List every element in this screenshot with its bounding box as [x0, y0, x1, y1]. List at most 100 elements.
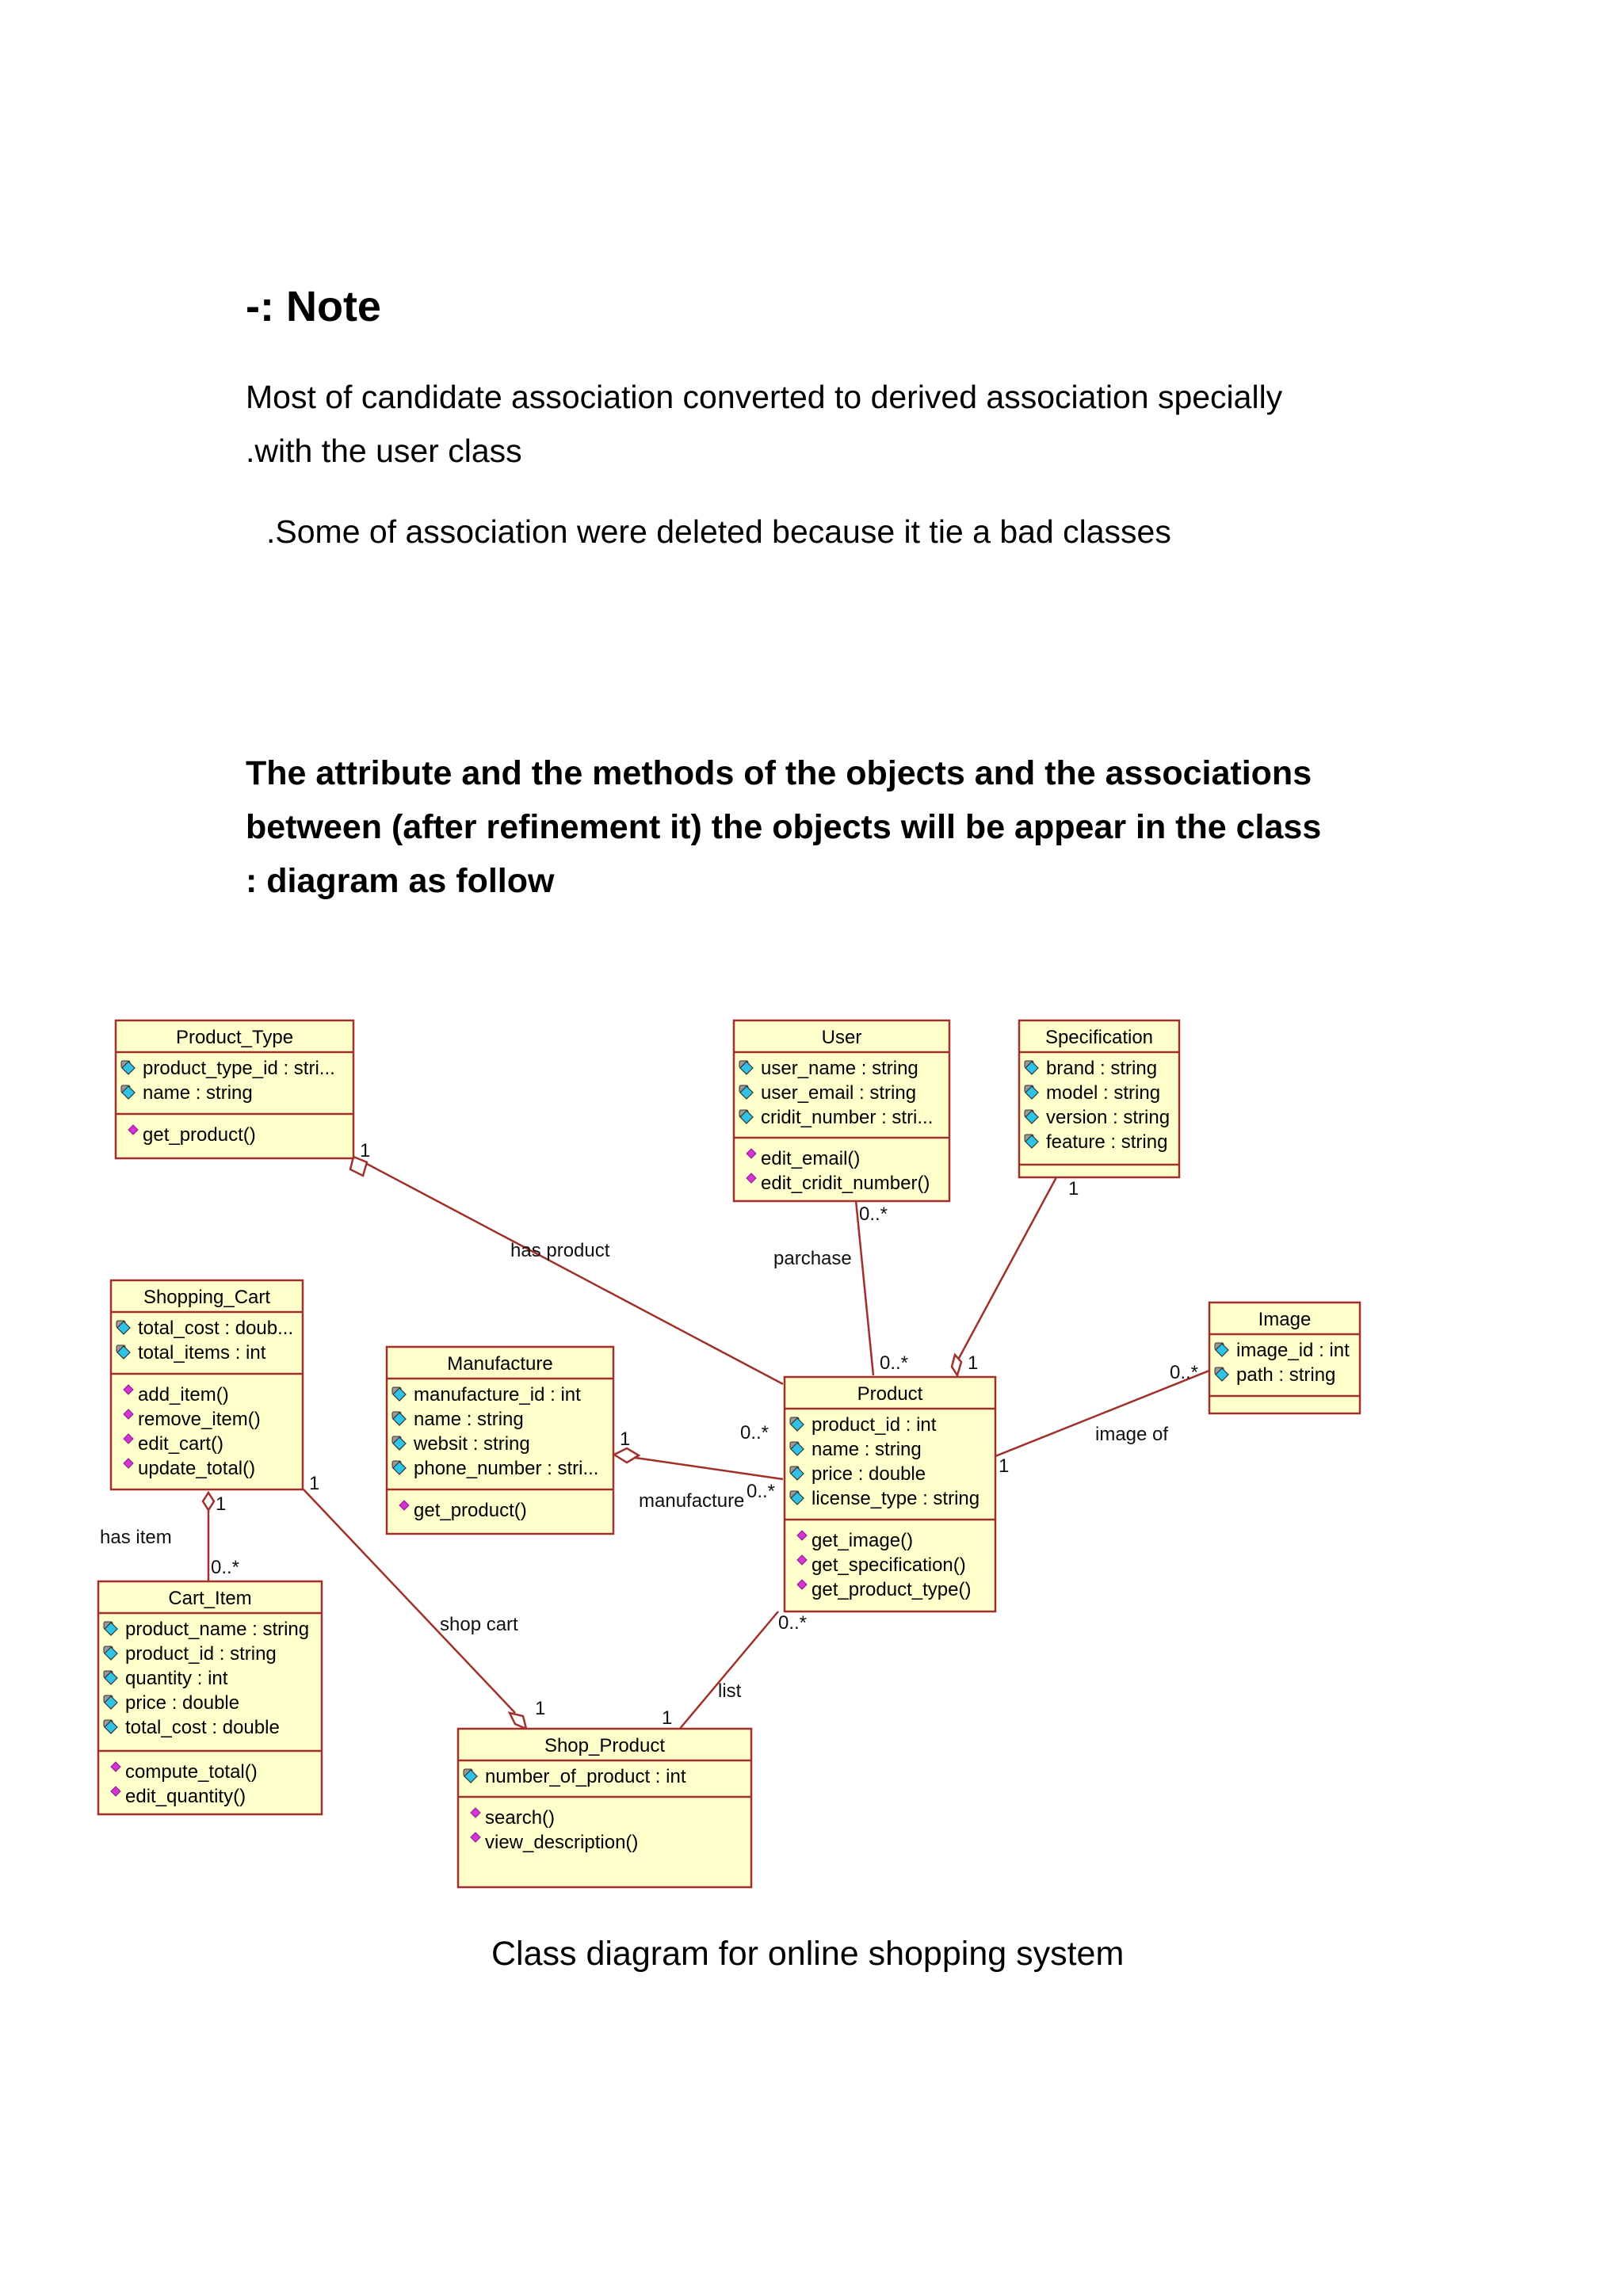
assoc-list: [678, 1611, 779, 1730]
assoc-parchase: [854, 1199, 875, 1376]
class-name: Product_Type: [176, 1027, 293, 1048]
class-box: [1208, 1301, 1361, 1415]
note-title: -: Note: [246, 283, 381, 330]
class-method: get_product(): [414, 1500, 527, 1521]
intro-line-1: The attribute and the methods of the obj…: [246, 754, 1312, 792]
mult-shop-cart-b: 1: [535, 1698, 545, 1719]
class-method: compute_total(): [125, 1761, 258, 1783]
mult-has-product-a: 1: [360, 1140, 370, 1161]
label-manufacture: manufacture: [639, 1490, 744, 1512]
class-box: [97, 1580, 323, 1816]
class-attribute: product_name : string: [125, 1619, 309, 1640]
class-method: update_total(): [138, 1458, 255, 1479]
label-has-product: has product: [510, 1240, 610, 1261]
class-method: edit_email(): [761, 1148, 860, 1169]
class-attribute: product_id : string: [125, 1643, 277, 1665]
class-name: Cart_Item: [168, 1588, 251, 1609]
class-name: Shopping_Cart: [143, 1287, 270, 1308]
label-parchase: parchase: [773, 1248, 852, 1269]
class-method: get_image(): [812, 1530, 913, 1551]
class-box: [109, 1279, 304, 1491]
class-product: Product product_id : int name : string pric…: [783, 1375, 997, 1613]
intro-line-3: : diagram as follow: [246, 862, 555, 900]
class-attribute: user_email : string: [761, 1082, 916, 1104]
assoc-manufacture: [624, 1455, 784, 1481]
class-attribute: name : string: [812, 1439, 922, 1460]
class-method: search(): [485, 1807, 555, 1829]
mult-parchase-a: 0..*: [859, 1203, 888, 1225]
class-method: edit_quantity(): [125, 1786, 246, 1807]
class-attribute: websit : string: [413, 1433, 530, 1455]
class-name: Manufacture: [447, 1353, 552, 1375]
mult-specification-b: 1: [968, 1352, 978, 1374]
class-attribute: version : string: [1046, 1107, 1170, 1128]
class-attribute: total_items : int: [138, 1342, 266, 1363]
class-name: User: [822, 1027, 862, 1048]
mult-image-of-a: 0..*: [1170, 1362, 1198, 1383]
class-attribute: phone_number : stri...: [414, 1458, 598, 1479]
class-attribute: cridit_number : stri...: [761, 1107, 933, 1128]
mult-specification-a: 1: [1068, 1178, 1079, 1199]
note-line-2: .with the user class: [246, 433, 522, 469]
note-line-1: Most of candidate association converted …: [246, 379, 1283, 415]
aggregation-diamond-shopping-cart: [201, 1490, 216, 1512]
class-name: Specification: [1045, 1027, 1153, 1048]
mult-has-item-b: 0..*: [211, 1557, 239, 1578]
aggregation-diamond-manufacture: [612, 1447, 641, 1464]
mult-has-item-a: 1: [216, 1493, 226, 1515]
assoc-image-of: [995, 1369, 1210, 1458]
label-shop-cart: shop cart: [440, 1614, 518, 1635]
class-specification: Specification brand : string model : strin…: [1018, 1019, 1181, 1179]
class-method: get_specification(): [812, 1554, 966, 1576]
mult-manufacture-b: 0..*: [747, 1481, 775, 1502]
class-attribute: model : string: [1046, 1082, 1160, 1104]
assoc-specification: [956, 1177, 1058, 1362]
class-attribute: quantity : int: [125, 1668, 228, 1689]
assoc-shop-cart: [303, 1489, 516, 1714]
class-attribute: product_type_id : stri...: [143, 1058, 335, 1079]
class-cart-item: Cart_Item product_name : string product_id…: [97, 1580, 323, 1816]
class-attribute: feature : string: [1046, 1131, 1167, 1153]
mult-parchase-b: 0..*: [880, 1352, 908, 1374]
aggregation-diamond-specification: [950, 1352, 963, 1378]
class-box: [114, 1019, 355, 1160]
class-attribute: image_id : int: [1236, 1340, 1350, 1361]
mult-has-product-b: 0..*: [740, 1422, 769, 1444]
mult-shop-cart-a: 1: [309, 1473, 319, 1494]
note-line-3: .Some of association were deleted becaus…: [266, 513, 1171, 550]
class-box: [456, 1727, 753, 1889]
class-box: [1018, 1019, 1181, 1179]
mult-list-b: 1: [662, 1707, 672, 1729]
class-attribute: product_id : int: [812, 1414, 937, 1436]
class-method: get_product(): [143, 1124, 256, 1146]
class-method: add_item(): [138, 1384, 229, 1405]
class-attribute: total_cost : double: [125, 1717, 280, 1738]
class-attribute: user_name : string: [761, 1058, 918, 1079]
class-product-type: Product_Type product_type_id : stri... nam…: [114, 1019, 355, 1160]
class-box: [732, 1019, 951, 1203]
class-method: edit_cart(): [138, 1433, 223, 1455]
aggregation-diamond-product-type: [349, 1155, 369, 1177]
uml-classes: Product_Type product_type_id : stri... nam…: [97, 1019, 1361, 1889]
class-attribute: price : double: [125, 1692, 239, 1714]
label-has-item: has item: [100, 1527, 172, 1548]
class-attribute: brand : string: [1046, 1058, 1157, 1079]
class-name: Shop_Product: [544, 1735, 665, 1756]
class-attribute: manufacture_id : int: [414, 1384, 581, 1405]
class-name: Product: [857, 1383, 923, 1405]
class-box: [783, 1375, 997, 1613]
class-attribute: price : double: [812, 1463, 926, 1485]
mult-image-of-b: 1: [999, 1455, 1009, 1477]
class-attribute: license_type : string: [812, 1488, 980, 1509]
label-list: list: [718, 1680, 742, 1702]
class-attribute: name : string: [143, 1082, 253, 1104]
class-method: get_product_type(): [812, 1579, 971, 1600]
intro-line-2: between (after refinement it) the object…: [246, 808, 1322, 846]
class-attribute: path : string: [1236, 1364, 1335, 1386]
association-lines: [201, 1155, 1210, 1731]
